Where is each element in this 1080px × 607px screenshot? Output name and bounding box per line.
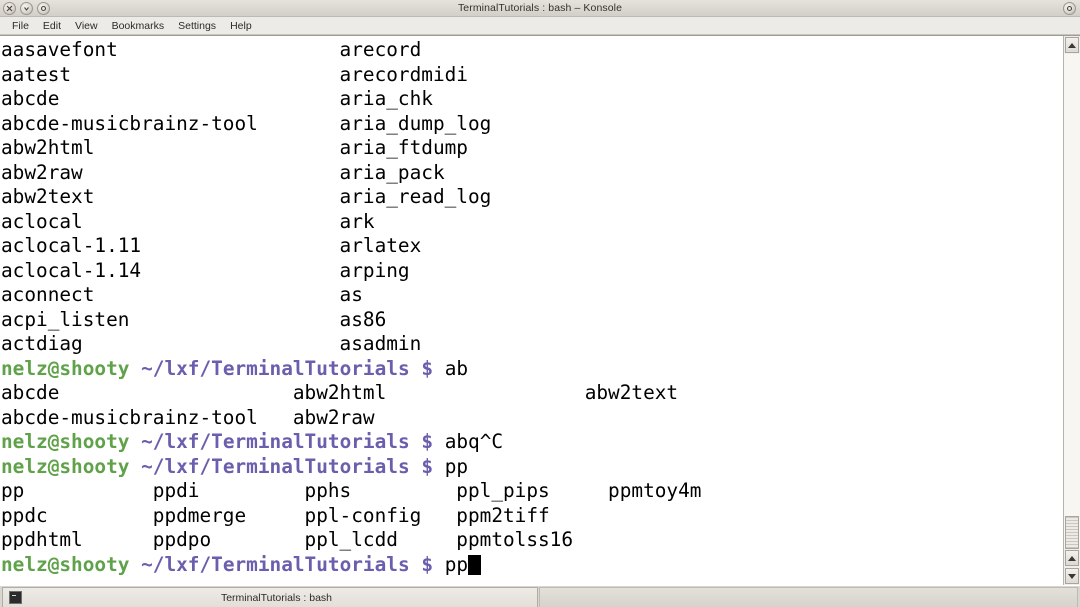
menu-item-bookmarks[interactable]: Bookmarks xyxy=(111,19,165,32)
terminal-output-line: pp ppdi pphs ppl_pips ppmtoy4m xyxy=(1,479,702,502)
prompt-user-host: nelz@shooty xyxy=(1,454,130,478)
terminal-output-line: ppdhtml ppdpo ppl_lcdd ppmtolss16 xyxy=(1,528,574,551)
terminal-output-line: actdiag asadmin xyxy=(1,332,422,355)
gear-icon xyxy=(1066,5,1073,12)
prompt-user-host: nelz@shooty xyxy=(1,430,130,453)
terminal-output-line: aconnect as xyxy=(1,283,363,306)
window-controls xyxy=(3,1,50,15)
shade-button[interactable] xyxy=(20,1,33,15)
prompt-path: ~/lxf/TerminalTutorials xyxy=(141,454,410,478)
prompt-user-host: nelz@shooty xyxy=(1,552,130,576)
prompt-user-host: nelz@shooty xyxy=(1,356,130,380)
text-cursor xyxy=(468,554,481,575)
prompt-path: ~/lxf/TerminalTutorials xyxy=(141,552,410,576)
terminal-output-line: abw2raw aria_pack xyxy=(1,160,445,184)
prompt-command: pp xyxy=(444,552,469,576)
terminal-output-line: aasavefont arecord xyxy=(1,38,422,61)
terminal-output-line: aatest arecordmidi xyxy=(1,62,468,86)
prompt-symbol: $ xyxy=(421,430,433,453)
window-title: TerminalTutorials : bash – Konsole xyxy=(457,2,623,14)
terminal-prompt-line: nelz@shooty ~/lxf/TerminalTutorials $ ab xyxy=(1,357,1063,382)
terminal-prompt-line: nelz@shooty ~/lxf/TerminalTutorials $ pp xyxy=(1,455,1063,480)
terminal-output-line: aclocal-1.14 arping xyxy=(1,258,410,282)
terminal-output-line: acpi_listen as86 xyxy=(1,307,387,331)
terminal-output-line: abw2html aria_ftdump xyxy=(1,136,468,159)
prompt-path: ~/lxf/TerminalTutorials xyxy=(141,430,410,453)
window-menu-right-button[interactable] xyxy=(1063,2,1076,15)
arrow-up-icon xyxy=(1068,555,1076,561)
menu-item-file[interactable]: File xyxy=(12,19,29,32)
prompt-symbol: $ xyxy=(421,356,433,380)
prompt-command: pp xyxy=(444,454,469,478)
terminal-output-line: abcde abw2html abw2text xyxy=(1,381,679,404)
title-bar[interactable]: TerminalTutorials : bash – Konsole xyxy=(0,0,1080,17)
terminal-prompt-line: nelz@shooty ~/lxf/TerminalTutorials $ pp xyxy=(1,553,1063,578)
terminal-output-line: abcde-musicbrainz-tool abw2raw xyxy=(1,405,375,429)
prompt-command: abq^C xyxy=(444,430,504,453)
scrollbar-up-button-bottom[interactable] xyxy=(1065,550,1079,566)
tab-terminaltutorials[interactable]: TerminalTutorials : bash xyxy=(2,587,538,607)
menu-item-view[interactable]: View xyxy=(75,19,98,32)
terminal-output-line: abcde-musicbrainz-tool aria_dump_log xyxy=(1,111,492,135)
menu-item-edit[interactable]: Edit xyxy=(42,19,62,32)
scrollbar-up-button[interactable] xyxy=(1065,37,1079,53)
scrollbar-down-button[interactable] xyxy=(1065,568,1079,584)
terminal-output-line: abw2text aria_read_log xyxy=(1,185,492,208)
tab-bar: TerminalTutorials : bash xyxy=(0,585,1080,607)
terminal-output-line: aclocal-1.11 arlatex xyxy=(1,234,422,257)
terminal-output-line: abcde aria_chk xyxy=(1,87,433,110)
arrow-up-icon xyxy=(1068,42,1076,48)
prompt-symbol: $ xyxy=(421,454,433,478)
scrollbar-track[interactable] xyxy=(1064,54,1080,549)
tab-label: TerminalTutorials : bash xyxy=(220,591,333,604)
arrow-down-icon xyxy=(1068,573,1076,579)
menu-item-settings[interactable]: Settings xyxy=(178,19,217,32)
gear-icon xyxy=(40,5,47,11)
window-menu-button[interactable] xyxy=(37,1,50,15)
prompt-command: ab xyxy=(444,356,469,380)
menu-bar: File Edit View Bookmarks Settings Help xyxy=(0,17,1080,35)
prompt-path: ~/lxf/TerminalTutorials xyxy=(141,356,410,380)
prompt-symbol: $ xyxy=(421,552,433,576)
chevron-down-icon xyxy=(24,6,29,11)
menu-item-help[interactable]: Help xyxy=(230,19,252,32)
scrollbar-thumb[interactable] xyxy=(1065,516,1079,549)
terminal-prompt-line: nelz@shooty ~/lxf/TerminalTutorials $ ab… xyxy=(1,430,1063,455)
terminal-output-line: aclocal ark xyxy=(1,209,375,233)
close-icon xyxy=(6,5,13,11)
terminal-scrollbar[interactable] xyxy=(1063,36,1080,585)
tab-bar-empty-area xyxy=(539,587,1078,607)
close-button[interactable] xyxy=(3,1,16,15)
terminal-output-line: ppdc ppdmerge ppl-config ppm2tiff xyxy=(1,503,550,527)
terminal-icon xyxy=(9,591,22,604)
